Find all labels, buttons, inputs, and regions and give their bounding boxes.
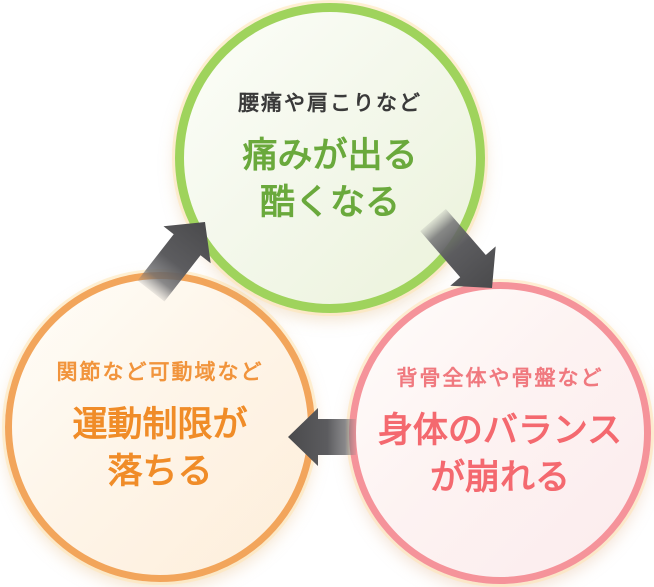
circle-pain-title-line2: 酷くなる: [259, 182, 400, 222]
circle-mobility-title-line1: 運動制限が: [72, 404, 248, 444]
circle-balance-title-line1: 身体のバランス: [377, 410, 623, 450]
circle-balance-small-label: 背骨全体や骨盤など: [396, 366, 604, 390]
circle-mobility-small-label: 関節など可動域など: [56, 360, 264, 384]
circle-mobility-title-line2: 落ちる: [107, 451, 213, 491]
circle-balance: 背骨全体や骨盤など 身体のバランス が崩れる: [349, 282, 651, 584]
circle-pain-title-line1: 痛みが出る: [242, 135, 418, 175]
circle-mobility: 関節など可動域など 運動制限が 落ちる: [5, 272, 315, 582]
circle-balance-title-line2: が崩れる: [429, 457, 570, 497]
circle-pain-small-label: 腰痛や肩こりなど: [238, 91, 422, 115]
circle-pain: 腰痛や肩こりなど 痛みが出る 酷くなる: [175, 3, 485, 313]
